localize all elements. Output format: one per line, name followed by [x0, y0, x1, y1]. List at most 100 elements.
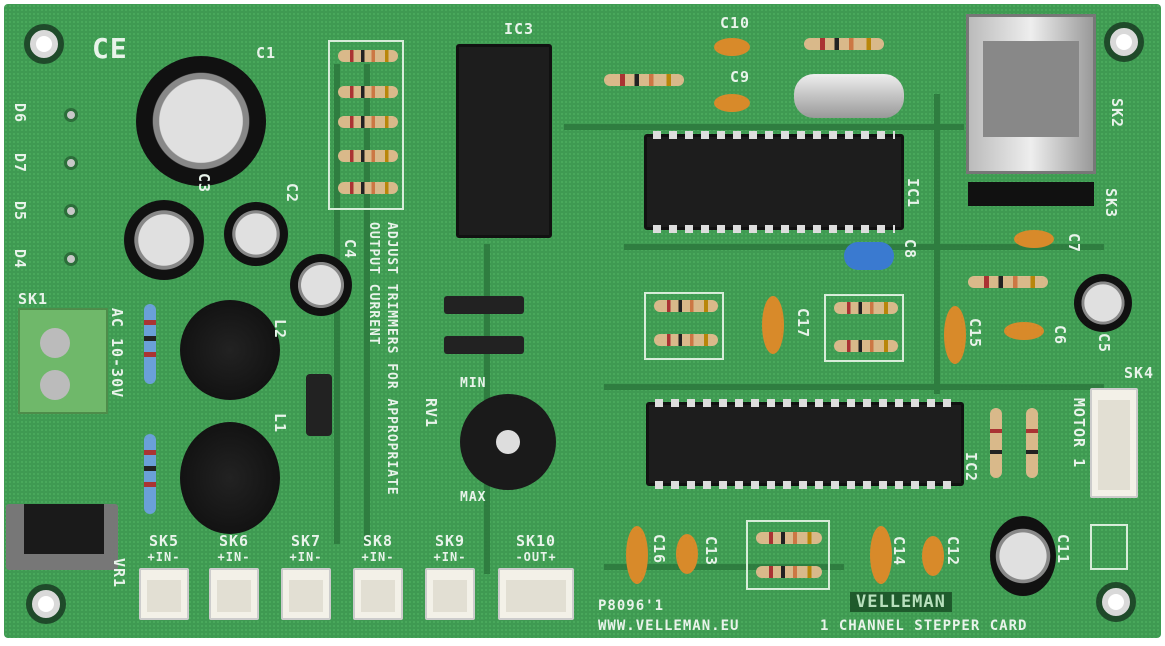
pin-header-sk3 — [968, 182, 1094, 206]
mounting-hole — [26, 584, 66, 624]
label-c2: C2 — [283, 182, 302, 204]
resistor — [990, 408, 1002, 478]
diode — [306, 374, 332, 436]
label-sk2: SK2 — [1108, 97, 1127, 129]
polarity-sk6: +IN- — [217, 550, 251, 564]
input-connectors-row: SK5+IN- SK6+IN- SK7+IN- SK8+IN- SK9+IN- … — [134, 532, 604, 636]
diode — [444, 336, 524, 354]
label-c14: C14 — [890, 535, 909, 567]
trimmer-min-label: MIN — [460, 376, 487, 391]
label-sk5: SK5 — [148, 532, 180, 550]
polarity-sk10: -OUT+ — [515, 550, 557, 564]
label-c16: C16 — [650, 533, 669, 565]
capacitor-c9 — [714, 94, 750, 112]
trimmer-potentiometer-rv1[interactable] — [460, 394, 556, 490]
ic2-driver — [646, 399, 964, 489]
polarity-sk7: +IN- — [289, 550, 323, 564]
connector-sk7[interactable]: SK7+IN- — [276, 532, 336, 620]
crystal-oscillator — [794, 74, 904, 118]
resistor — [144, 304, 156, 384]
inductor-l2 — [180, 300, 280, 400]
ic3-chip — [456, 44, 552, 238]
mounting-hole — [1096, 582, 1136, 622]
label-sk7: SK7 — [290, 532, 322, 550]
label-l2: L2 — [271, 318, 290, 340]
website-text: WWW.VELLEMAN.EU — [598, 618, 740, 634]
label-c13: C13 — [702, 535, 721, 567]
capacitor-c14 — [870, 526, 892, 584]
mounting-hole — [1104, 22, 1144, 62]
label-c7: C7 — [1065, 232, 1084, 254]
connector-sk5[interactable]: SK5+IN- — [134, 532, 194, 620]
label-d5: D5 — [11, 200, 30, 222]
label-ic3: IC3 — [504, 20, 535, 38]
label-sk10: SK10 — [515, 532, 557, 550]
mounting-hole — [24, 24, 64, 64]
motor-connector-sk4[interactable] — [1090, 388, 1138, 498]
label-c4: C4 — [341, 238, 360, 260]
label-sk9: SK9 — [434, 532, 466, 550]
ce-mark: CE — [92, 32, 128, 65]
label-c12: C12 — [944, 535, 963, 567]
label-rv1: RV1 — [422, 397, 441, 429]
capacitor-c8 — [844, 242, 894, 270]
capacitor-c4 — [290, 254, 352, 316]
capacitor-c1 — [136, 56, 266, 186]
capacitor-c16 — [626, 526, 648, 584]
inductor-l1 — [180, 422, 280, 534]
label-d4: D4 — [11, 248, 30, 270]
label-c5: C5 — [1095, 332, 1114, 354]
label-c10: C10 — [720, 14, 751, 32]
capacitor-c12 — [922, 536, 944, 576]
terminal-block-sk1 — [18, 308, 108, 414]
label-c6: C6 — [1051, 324, 1070, 346]
resistor — [144, 434, 156, 514]
diode — [444, 296, 524, 314]
label-vr1: VR1 — [110, 557, 129, 589]
label-c3: C3 — [195, 172, 214, 194]
label-c8: C8 — [901, 238, 920, 260]
connector-sk8[interactable]: SK8+IN- — [348, 532, 408, 620]
capacitor-c10 — [714, 38, 750, 56]
velleman-logo: VELLEMAN — [850, 592, 952, 612]
capacitor-c5 — [1074, 274, 1132, 332]
label-ic2: IC2 — [962, 451, 981, 483]
label-sk1: SK1 — [18, 290, 49, 308]
ic1-microcontroller — [644, 131, 904, 233]
power-label: AC 10-30V — [108, 307, 127, 399]
resistor — [1026, 408, 1038, 478]
label-sk6: SK6 — [218, 532, 250, 550]
capacitor-c7 — [1014, 230, 1054, 248]
capacitor-c13 — [676, 534, 698, 574]
capacitor-c6 — [1004, 322, 1044, 340]
label-ic1: IC1 — [904, 177, 923, 209]
capacitor-c15 — [944, 306, 966, 364]
trimmer-max-label: MAX — [460, 490, 487, 505]
label-sk4: SK4 — [1124, 364, 1155, 382]
product-name: 1 CHANNEL STEPPER CARD — [820, 618, 1028, 634]
polarity-sk8: +IN- — [361, 550, 395, 564]
label-c11: C11 — [1054, 533, 1073, 565]
polarity-sk5: +IN- — [147, 550, 181, 564]
motor-label: MOTOR 1 — [1070, 397, 1089, 469]
connector-sk10[interactable]: SK10-OUT+ — [496, 532, 576, 620]
label-c1: C1 — [256, 44, 277, 62]
label-l1: L1 — [271, 412, 290, 434]
label-d6: D6 — [11, 102, 30, 124]
capacitor-c17 — [762, 296, 784, 354]
usb-connector-sk2[interactable] — [966, 14, 1096, 174]
polarity-sk9: +IN- — [433, 550, 467, 564]
adjust-trimmers-note: ADJUST TRIMMERS FOR APPROPRIATE OUTPUT C… — [366, 222, 399, 496]
label-sk3: SK3 — [1102, 187, 1121, 219]
capacitor-c11 — [990, 516, 1056, 596]
label-c17: C17 — [794, 307, 813, 339]
connector-sk6[interactable]: SK6+IN- — [204, 532, 264, 620]
label-sk8: SK8 — [362, 532, 394, 550]
weee-bin-icon — [1090, 524, 1128, 570]
label-d7: D7 — [11, 152, 30, 174]
capacitor-c3 — [124, 200, 204, 280]
capacitor-c2 — [224, 202, 288, 266]
label-c15: C15 — [966, 317, 985, 349]
connector-sk9[interactable]: SK9+IN- — [420, 532, 480, 620]
label-c9: C9 — [730, 68, 751, 86]
